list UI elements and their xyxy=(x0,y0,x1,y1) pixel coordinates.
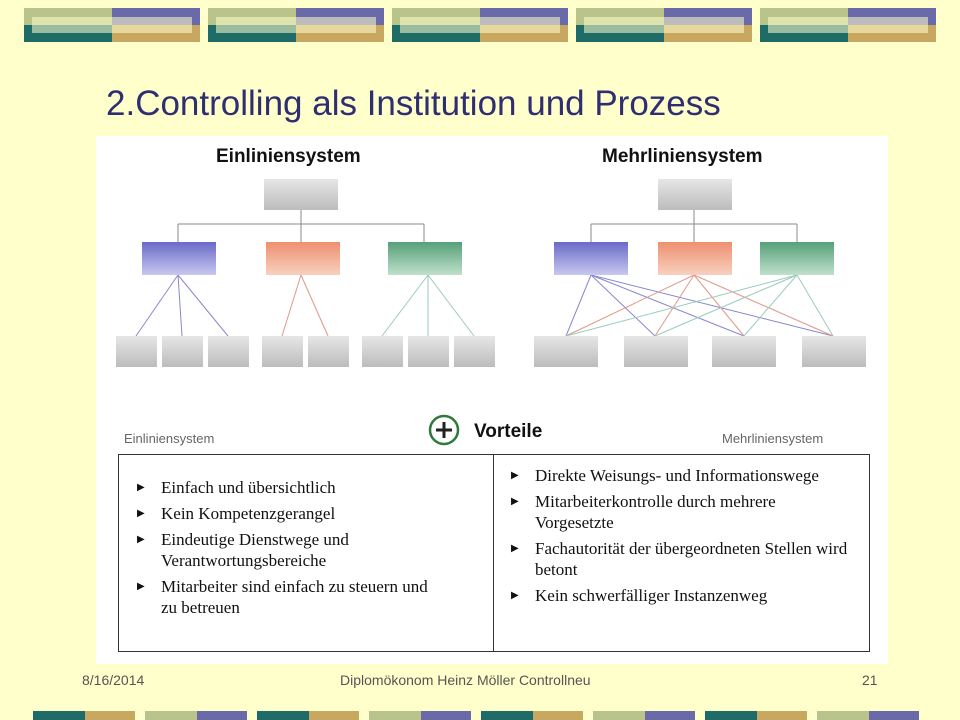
staff-boxes xyxy=(534,336,866,367)
list-item: ▶Direkte Weisungs- und Informationswege xyxy=(511,466,819,485)
slide-title: 2.Controlling als Institution und Prozes… xyxy=(106,84,721,123)
multi-line-org-chart xyxy=(534,179,866,367)
decorative-block xyxy=(392,8,568,42)
advantages-label: Vorteile xyxy=(474,421,543,442)
left-advantages-list: ▶Einfach und übersichtlich ▶Kein Kompete… xyxy=(137,477,437,623)
single-line-org-chart xyxy=(116,179,495,367)
top-manager-box xyxy=(264,179,338,210)
decorative-block xyxy=(760,8,936,42)
right-column-caption: Mehrliniensystem xyxy=(722,431,824,446)
list-item: ▶Einfach und übersichtlich xyxy=(137,478,336,497)
staff-boxes xyxy=(116,336,495,367)
bullet-arrow-icon: ▶ xyxy=(511,496,519,507)
bullet-arrow-icon: ▶ xyxy=(511,543,519,554)
page-number: 21 xyxy=(862,672,878,688)
list-item: ▶Fachautorität der übergeordneten Stelle… xyxy=(511,539,848,579)
list-item: ▶Mitarbeiter sind einfach zu steuern und… xyxy=(137,577,428,617)
bullet-arrow-icon: ▶ xyxy=(137,581,145,592)
decorative-header-pattern xyxy=(24,8,940,42)
list-item: ▶Kein schwerfälliger Instanzenweg xyxy=(511,586,768,605)
footer-date: 8/16/2014 xyxy=(82,672,145,688)
decorative-block xyxy=(24,8,200,42)
advantages-table: ▶Einfach und übersichtlich ▶Kein Kompete… xyxy=(118,454,870,652)
bullet-arrow-icon: ▶ xyxy=(511,590,519,601)
manager-box-green xyxy=(388,242,462,275)
footer-author: Diplomökonom Heinz Möller Controllneu xyxy=(340,672,591,688)
org-chart-diagram xyxy=(116,179,866,367)
manager-box-salmon xyxy=(266,242,340,275)
top-manager-box xyxy=(658,179,732,210)
bullet-arrow-icon: ▶ xyxy=(137,482,145,493)
right-system-title: Mehrliniensystem xyxy=(602,146,763,167)
left-column-caption: Einliniensystem xyxy=(124,431,215,446)
decorative-footer-strip xyxy=(33,711,925,720)
list-item: ▶Mitarbeiterkontrolle durch mehrere Vorg… xyxy=(511,492,776,532)
decorative-block xyxy=(208,8,384,42)
left-system-title: Einliniensystem xyxy=(216,146,361,167)
bullet-arrow-icon: ▶ xyxy=(511,470,519,481)
manager-box-salmon xyxy=(658,242,732,275)
table-divider xyxy=(493,455,494,651)
manager-box-green xyxy=(760,242,834,275)
bullet-arrow-icon: ▶ xyxy=(137,534,145,545)
plus-circle-icon xyxy=(428,414,460,446)
list-item: ▶Kein Kompetenzgerangel xyxy=(137,504,336,523)
list-item: ▶Eindeutige Dienstwege und Verantwortung… xyxy=(137,530,349,570)
org-structure-figure: Einliniensystem Mehrliniensystem xyxy=(96,136,888,664)
manager-box-blue xyxy=(142,242,216,275)
decorative-block xyxy=(576,8,752,42)
right-advantages-list: ▶Direkte Weisungs- und Informationswege … xyxy=(511,465,851,611)
bullet-arrow-icon: ▶ xyxy=(137,508,145,519)
manager-box-blue xyxy=(554,242,628,275)
